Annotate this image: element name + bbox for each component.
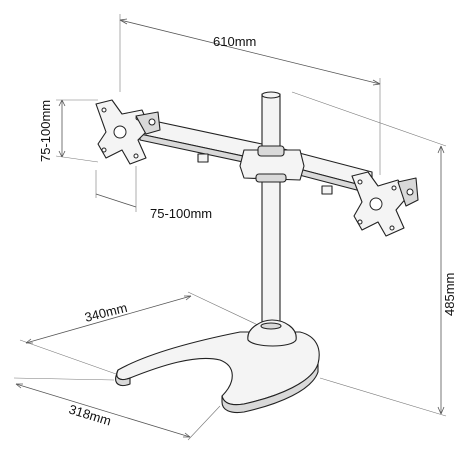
left-vesa-plate <box>95 99 161 165</box>
dimension-stand-height: 485mm <box>291 91 457 417</box>
label-plate-width: 75-100mm <box>150 206 212 221</box>
label-base-depth: 340mm <box>83 300 129 325</box>
crossbar-arm <box>139 117 373 195</box>
dimension-plate-width: 75-100mm <box>95 166 212 221</box>
dimension-plate-height: 75-100mm <box>38 99 99 163</box>
label-plate-height: 75-100mm <box>38 100 53 162</box>
right-vesa-plate <box>351 171 419 237</box>
dimension-base-width: 318mm <box>13 377 221 441</box>
label-stand-height: 485mm <box>442 273 457 316</box>
vertical-pole <box>261 91 281 329</box>
label-arm-width: 610mm <box>213 34 256 49</box>
label-base-width: 318mm <box>67 402 113 429</box>
stand-base <box>115 319 320 414</box>
dimension-arm-width: 610mm <box>119 14 381 175</box>
